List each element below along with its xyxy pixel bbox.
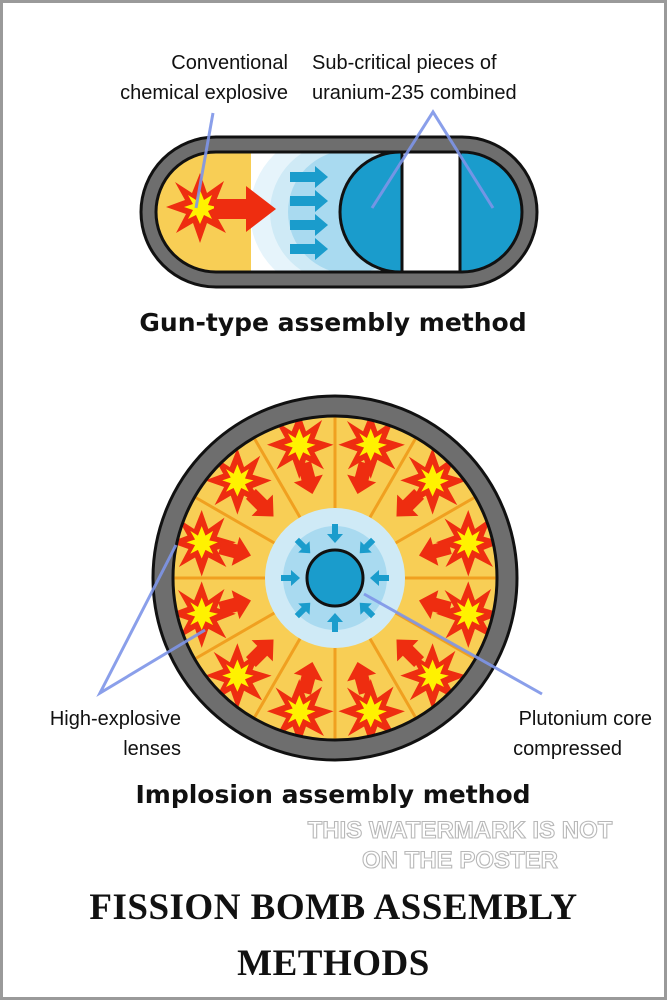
lens-divider xyxy=(191,494,276,545)
lens-divider xyxy=(251,434,302,519)
inward-arrow-icon xyxy=(281,570,300,586)
lens-arrow-icon xyxy=(396,639,425,668)
lenses-label-line2: lenses xyxy=(123,738,181,760)
lens-divider xyxy=(251,637,302,722)
inward-arrow-icon xyxy=(370,570,389,586)
inward-arrow-icon xyxy=(327,613,343,632)
uranium-label-line2: uranium-235 combined xyxy=(312,82,517,104)
compression-arrows-icon xyxy=(290,166,328,260)
lens-arrow-icon xyxy=(218,590,251,620)
implosion-heading: Implosion assembly method xyxy=(135,780,530,809)
inward-arrow-icon xyxy=(327,524,343,543)
lens-arrow-icon xyxy=(245,639,274,668)
uranium-label-line1: Sub-critical pieces of xyxy=(312,52,497,74)
lens-arrow-icon xyxy=(245,488,274,517)
implosion-pointers xyxy=(96,544,543,697)
core-label-line2: compressed xyxy=(513,738,622,760)
gun-type-heading: Gun-type assembly method xyxy=(139,308,526,337)
uranium-projectile xyxy=(338,152,404,272)
lens-divider xyxy=(368,637,419,722)
poster-title-line1: FISSION BOMB ASSEMBLY xyxy=(89,887,578,928)
plutonium-core xyxy=(305,548,365,608)
watermark-line2: ON THE POSTER xyxy=(362,847,558,874)
inward-arrow-icon xyxy=(294,602,311,619)
core-label-line1: Plutonium core xyxy=(519,708,652,730)
lens-arrow-icon xyxy=(347,461,377,494)
explosive-label-line1: Conventional xyxy=(171,52,288,74)
inward-arrow-icon xyxy=(359,537,376,554)
lens-arrow-icon xyxy=(293,662,323,695)
lens-arrow-icon xyxy=(347,662,377,695)
lens-divider xyxy=(394,494,479,545)
inward-arrow-icon xyxy=(359,602,376,619)
lens-arrow-icon xyxy=(218,536,251,566)
lens-arrow-icon xyxy=(293,461,323,494)
lenses-label-line1: High-explosive xyxy=(50,708,181,730)
projectile-arrow-icon xyxy=(214,186,276,232)
watermark-line1: THIS WATERMARK IS NOT xyxy=(308,817,613,844)
lens-divider xyxy=(191,611,276,662)
lens-arrow-icon xyxy=(396,488,425,517)
implosion-arrows-icon xyxy=(281,524,389,632)
inward-arrow-icon xyxy=(294,537,311,554)
gun-pointers xyxy=(194,109,495,209)
gun-type-device xyxy=(139,135,539,289)
lens-arrow-icon xyxy=(419,536,452,566)
lens-arrow-icon xyxy=(419,590,452,620)
explosive-label-line2: chemical explosive xyxy=(120,82,288,104)
poster-title-line2: METHODS xyxy=(237,943,430,984)
lens-divider xyxy=(368,434,419,519)
implosion-device xyxy=(151,394,519,762)
